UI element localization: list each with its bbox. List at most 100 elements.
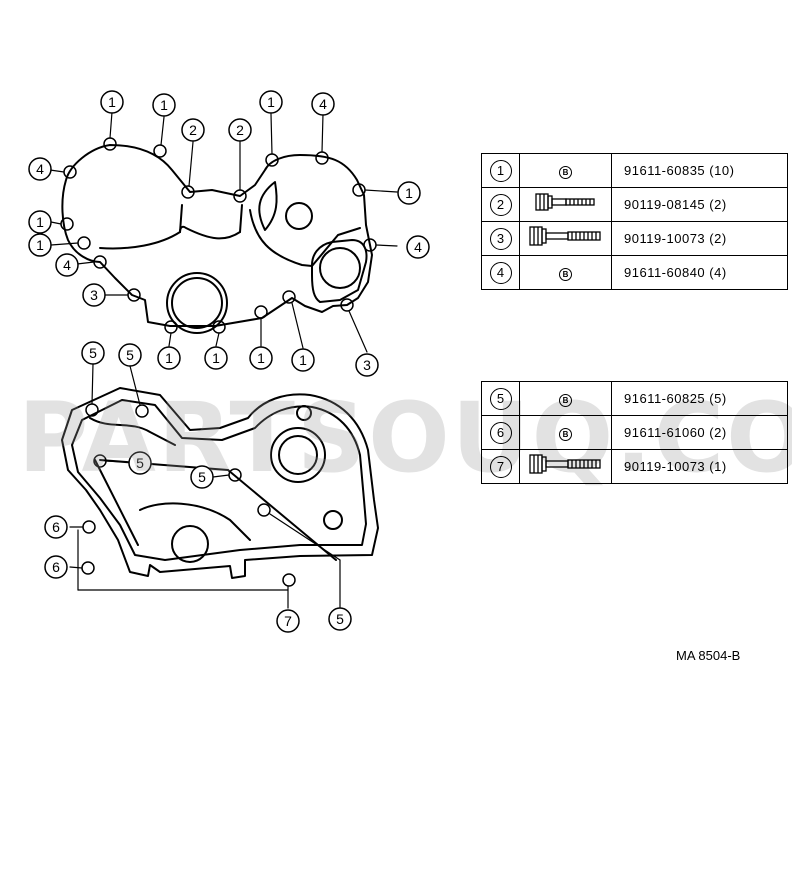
callout-label: 4 [319, 96, 327, 112]
callout-label: 5 [89, 345, 97, 361]
callout-badge: 5 [81, 341, 105, 365]
callout-badge: 1 [28, 233, 52, 257]
table-row: 4 B 91611-60840 (4) [481, 255, 788, 290]
callout-label: 1 [36, 214, 44, 230]
lower-pump-hole [171, 525, 209, 563]
callout-label: 5 [126, 347, 134, 363]
callout-badge: 4 [406, 235, 430, 259]
callout-badge: 7 [276, 609, 300, 633]
callout-badge: 1 [28, 210, 52, 234]
callout-label: 1 [212, 350, 220, 366]
table-row: 3 90119-10073 (2) [481, 221, 788, 256]
lower-callouts: 5 5 5 5 6 6 7 5 [44, 341, 352, 633]
callout-label: 6 [52, 559, 60, 575]
upper-seal-outer [166, 272, 228, 334]
callout-badge: 3 [82, 283, 106, 307]
callout-label: 5 [198, 469, 206, 485]
callout-badge: 1 [291, 348, 315, 372]
callout-badge: 1 [152, 93, 176, 117]
callout-badge: 5 [118, 343, 142, 367]
callout-badge: 5 [328, 607, 352, 631]
callout-badge: 1 [397, 181, 421, 205]
callout-label: 1 [108, 94, 116, 110]
table-row: 2 90119-08145 (2) [481, 187, 788, 222]
callout-badge: 6 [44, 515, 68, 539]
callout-label: 3 [363, 357, 371, 373]
callout-number: 5 [489, 387, 512, 410]
lower-right-hole [296, 405, 312, 421]
callout-number: 2 [489, 193, 512, 216]
callout-badge: 3 [355, 353, 379, 377]
table-row: 6 B 91611-61060 (2) [481, 415, 788, 450]
upper-cover-outline [61, 144, 373, 327]
lower-small-hole [323, 510, 343, 530]
bolt-flange-short-icon [534, 193, 595, 211]
callout-label: 1 [160, 97, 168, 113]
bolt-b-icon: B [559, 427, 572, 441]
callout-label: 1 [405, 185, 413, 201]
bolt-b-icon: B [559, 267, 572, 281]
callout-number: 1 [489, 159, 512, 182]
callout-badge: 2 [228, 118, 252, 142]
upper-leader-lines [49, 111, 398, 353]
upper-seal-inner [171, 277, 223, 329]
callout-badge: 1 [204, 346, 228, 370]
callout-label: 1 [165, 350, 173, 366]
part-number: 91611-61060 (2) [611, 415, 788, 450]
upper-bolt-holes [60, 137, 377, 334]
callout-label: 7 [284, 613, 292, 629]
table-row: 7 90119-10073 (1) [481, 449, 788, 484]
callout-label: 6 [52, 519, 60, 535]
upper-cover-dome [258, 181, 278, 231]
callout-badge: 1 [100, 90, 124, 114]
lower-seal-inner [278, 435, 318, 475]
part-number: 91611-60825 (5) [611, 381, 788, 416]
callout-badge: 5 [128, 451, 152, 475]
callout-label: 4 [36, 161, 44, 177]
bolt-b-icon: B [559, 393, 572, 407]
upper-right-boss [311, 239, 368, 303]
callout-label: 1 [257, 350, 265, 366]
callout-badge: 1 [157, 346, 181, 370]
callout-badge: 1 [249, 346, 273, 370]
drawing-code: MA 8504-B [676, 648, 741, 663]
callout-badge: 5 [190, 465, 214, 489]
callout-badge: 4 [28, 157, 52, 181]
callout-label: 2 [189, 122, 197, 138]
callout-number: 6 [489, 421, 512, 444]
table-row: 1 B 91611-60835 (10) [481, 153, 788, 188]
callout-label: 2 [236, 122, 244, 138]
upper-small-hole [285, 202, 313, 230]
callout-number: 7 [489, 455, 512, 478]
part-number: 90119-10073 (2) [611, 221, 788, 256]
lower-seal-outer [270, 427, 326, 483]
table-row: 5 B 91611-60825 (5) [481, 381, 788, 416]
callout-badge: 2 [181, 118, 205, 142]
callout-label: 1 [36, 237, 44, 253]
callout-label: 1 [299, 352, 307, 368]
parts-table-lower: 5 B 91611-60825 (5) 6 B 91611-61060 (2) … [481, 381, 788, 484]
callout-badge: 1 [259, 90, 283, 114]
part-number: 91611-60840 (4) [611, 255, 788, 290]
callout-label: 4 [63, 257, 71, 273]
callout-label: 3 [90, 287, 98, 303]
callout-badge: 4 [55, 253, 79, 277]
upper-cover-rib [249, 209, 361, 267]
part-number: 91611-60835 (10) [611, 153, 788, 188]
callout-label: 1 [267, 94, 275, 110]
callout-badge: 6 [44, 555, 68, 579]
lower-cover-outline [61, 387, 379, 579]
callout-label: 5 [336, 611, 344, 627]
callout-label: 4 [414, 239, 422, 255]
callout-number: 3 [489, 227, 512, 250]
part-number: 90119-08145 (2) [611, 187, 788, 222]
bolt-b-icon: B [559, 165, 572, 179]
callout-number: 4 [489, 261, 512, 284]
bolt-flange-long-icon [528, 226, 601, 246]
callout-label: 5 [136, 455, 144, 471]
bolt-flange-long-icon [528, 454, 601, 474]
parts-table-upper: 1 B 91611-60835 (10) 2 90119-08145 (2) 3 [481, 153, 788, 290]
lower-leader-lines [69, 363, 341, 609]
part-number: 90119-10073 (1) [611, 449, 788, 484]
